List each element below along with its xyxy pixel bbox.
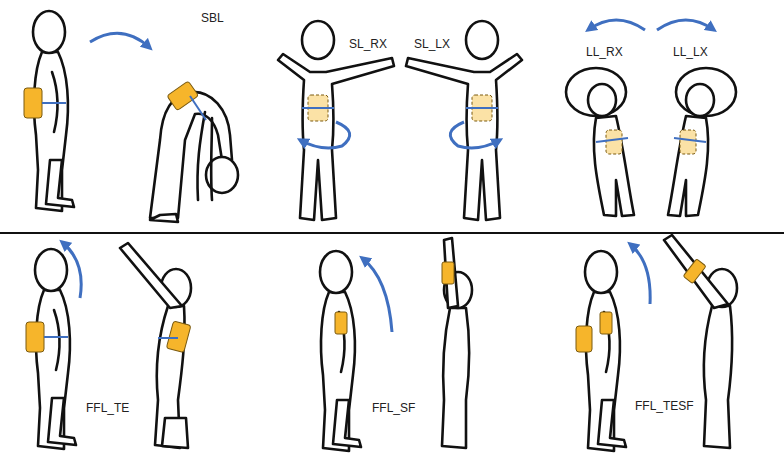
exercise-label: SL_RX bbox=[349, 37, 387, 51]
exercise-label: FFL_TE bbox=[86, 401, 129, 415]
exercise-label: SL_LX bbox=[414, 37, 450, 51]
exercise-label: SBL bbox=[201, 11, 224, 25]
exercise-label: FFL_SF bbox=[372, 401, 415, 415]
exercise-label: LL_LX bbox=[673, 45, 708, 59]
exercise-label: FFL_TESF bbox=[635, 399, 694, 413]
exercise-label: LL_RX bbox=[586, 45, 623, 59]
